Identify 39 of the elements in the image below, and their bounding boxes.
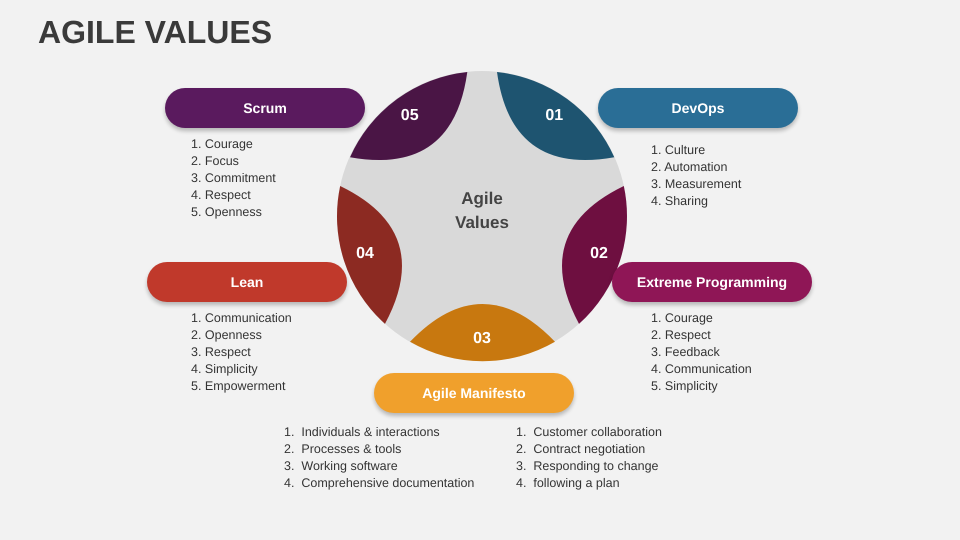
list-item: 1. Communication bbox=[191, 311, 292, 326]
list-item: 2. Contract negotiation bbox=[516, 442, 646, 457]
title: AGILE VALUES bbox=[38, 14, 272, 51]
method-pill: Lean bbox=[147, 262, 347, 302]
list-item: 2. Openness bbox=[191, 328, 262, 343]
circle-segment: 03 bbox=[410, 304, 554, 361]
list-item: 2. Automation bbox=[651, 160, 728, 175]
list-item: 4. Communication bbox=[651, 362, 752, 377]
list-item: 2. Respect bbox=[651, 328, 711, 343]
circle-segment: 05 bbox=[350, 72, 467, 160]
list-item: 4. Comprehensive documentation bbox=[284, 476, 474, 491]
list-item: 1. Individuals & interactions bbox=[284, 425, 440, 440]
circle-segment: 02 bbox=[562, 186, 627, 324]
list-item: 3. Responding to change bbox=[516, 459, 658, 474]
list-item: 2. Focus bbox=[191, 154, 239, 169]
list-item: 5. Openness bbox=[191, 205, 262, 220]
circle-segment: 04 bbox=[337, 186, 402, 324]
list-item: 5. Simplicity bbox=[651, 379, 718, 394]
list-item: 1. Culture bbox=[651, 143, 706, 158]
list-item: 4. Simplicity bbox=[191, 362, 258, 377]
center-label: Agile Values bbox=[454, 188, 510, 234]
list-item: 3. Respect bbox=[191, 345, 251, 360]
list-item: 3. Working software bbox=[284, 459, 398, 474]
method-pill: DevOps bbox=[598, 88, 798, 128]
list-item: 4. Respect bbox=[191, 188, 251, 203]
list-item: 4. Sharing bbox=[651, 194, 708, 209]
list-item: 1. Courage bbox=[651, 311, 713, 326]
list-item: 2. Processes & tools bbox=[284, 442, 402, 457]
list-item: 3. Measurement bbox=[651, 177, 742, 192]
method-pill: Extreme Programming bbox=[612, 262, 812, 302]
list-item: 1. Courage bbox=[191, 137, 253, 152]
list-item: 4. following a plan bbox=[516, 476, 620, 491]
list-item: 3. Commitment bbox=[191, 171, 276, 186]
list-item: 5. Empowerment bbox=[191, 379, 286, 394]
circle-segment: 01 bbox=[497, 72, 614, 160]
list-item: 3. Feedback bbox=[651, 345, 720, 360]
method-pill: Agile Manifesto bbox=[374, 373, 574, 413]
list-item: 1. Customer collaboration bbox=[516, 425, 662, 440]
method-pill: Scrum bbox=[165, 88, 365, 128]
